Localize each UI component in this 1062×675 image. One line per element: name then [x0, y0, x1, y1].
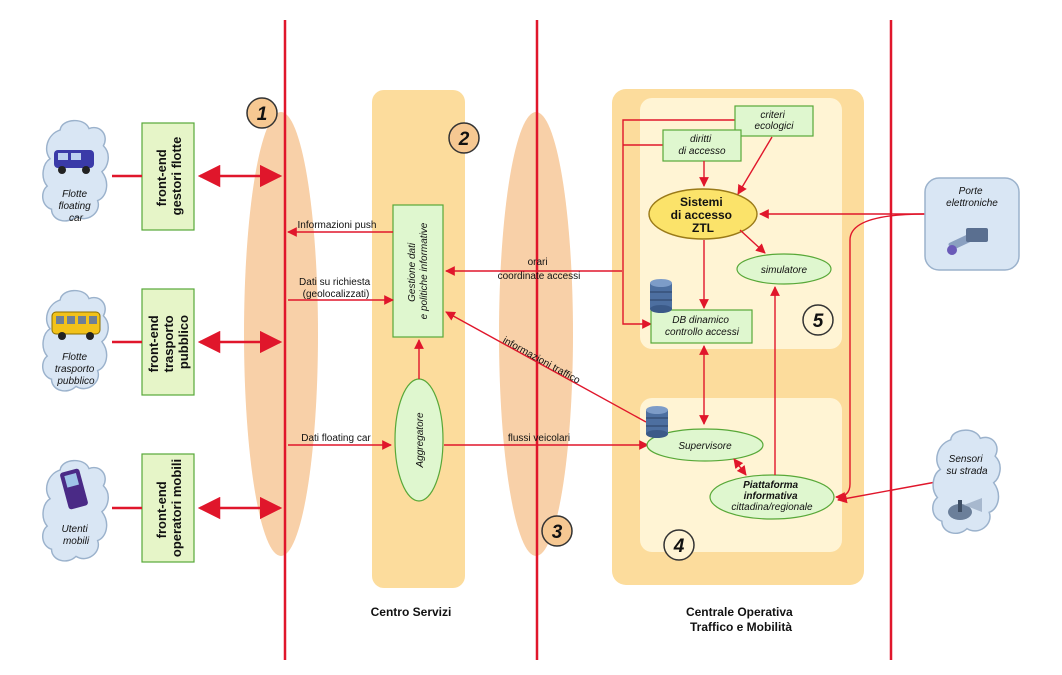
centro-servizi-band — [372, 90, 465, 588]
svg-text:2: 2 — [458, 129, 470, 150]
criteri-ecologici-box — [734, 105, 814, 137]
cloud-label: Flotte trasporto pubblico — [55, 352, 97, 387]
label-dati-richiesta: Dati su richiesta (geolocalizzati) — [299, 277, 373, 300]
label-orari: orari coordinate accessi — [498, 257, 581, 282]
arrow-sensori-to-piattaforma — [837, 481, 937, 504]
section-number-5: 5 — [802, 304, 834, 336]
interface-ellipse-1 — [244, 112, 318, 556]
svg-text:5: 5 — [813, 311, 824, 332]
porte-label: Porte elettroniche — [946, 186, 998, 209]
front-end-gestori-flotte — [141, 122, 195, 231]
van-icon — [54, 150, 94, 174]
sistemi-label: Sistemi di accesso ZTL — [671, 195, 736, 235]
supervisore-label: Supervisore — [678, 441, 732, 452]
svg-text:1: 1 — [257, 104, 268, 125]
bus-icon — [51, 311, 101, 340]
label-info-push: Informazioni push — [298, 220, 377, 231]
cloud-utenti-mobili: Utenti mobili — [41, 459, 110, 562]
db-label: DB dinamico controllo accessi — [665, 315, 740, 338]
arrow-info-traffico — [445, 311, 647, 423]
db-dinamico-box — [650, 309, 753, 344]
electronic-gate-icon — [947, 228, 988, 255]
gestione-dati-label: Gestione dati e politiche informative — [407, 222, 430, 319]
supervision-subpanel — [640, 398, 842, 552]
criteri-label: criteri ecologici — [755, 110, 795, 132]
feedback-line-criteri — [622, 119, 735, 329]
front-end-label: front-end trasporto pubblico — [146, 312, 191, 373]
front-end-trasporto-pubblico — [141, 288, 195, 396]
diritti-accesso-box — [662, 129, 742, 162]
simulatore-label: simulatore — [761, 265, 808, 276]
section-number-2: 2 — [448, 122, 480, 154]
section-number-3: 3 — [541, 515, 573, 547]
cloud-flotte-trasporto-pubblico: Flotte trasporto pubblico — [41, 289, 110, 392]
label-centrale-operativa: Centrale Operativa Traffico e Mobilità — [686, 605, 796, 634]
database-icon — [646, 406, 668, 438]
arrow-sistemi-to-simulatore — [739, 229, 766, 254]
road-sensor-icon — [948, 498, 982, 520]
gestione-dati-box — [392, 204, 444, 338]
sensori-su-strada-cloud: Sensori su strada — [931, 429, 1001, 535]
svg-text:4: 4 — [673, 536, 685, 557]
arrow-porte-to-piattaforma — [835, 213, 926, 502]
diritti-label: diritti di accesso — [678, 134, 726, 157]
cloud-label: Flotte floating car — [58, 189, 93, 224]
supervisore-ellipse — [646, 428, 764, 462]
cloud-flotte-floating-car: Flotte floating car — [41, 119, 110, 224]
section-number-4: 4 — [663, 529, 695, 561]
svg-text:3: 3 — [552, 522, 563, 543]
piattaforma-ellipse — [709, 474, 835, 520]
piattaforma-label: Piattaforma informativa cittadina/region… — [731, 480, 813, 513]
front-end-label: front-end operatori mobili — [154, 459, 184, 557]
front-end-label: front-end gestori flotte — [154, 137, 184, 216]
sensori-label: Sensori su strada — [946, 454, 988, 477]
label-flussi: flussi veicolari — [508, 433, 570, 444]
sistemi-accesso-ztl — [648, 188, 758, 240]
simulatore-ellipse — [736, 253, 832, 285]
aggregatore-label: Aggregatore — [415, 412, 426, 468]
arrow-criteri-to-sistemi — [737, 136, 773, 195]
porte-elettroniche-box: Porte elettroniche — [924, 177, 1020, 271]
label-dati-floating-car: Dati floating car — [301, 433, 371, 444]
cloud-label: Utenti mobili — [62, 524, 91, 547]
front-end-operatori-mobili — [141, 453, 195, 563]
mobile-phone-icon — [60, 468, 88, 510]
label-centro-servizi: Centro Servizi — [371, 605, 452, 619]
database-icon — [650, 279, 672, 313]
arrow-supervisore-piattaforma — [733, 458, 747, 476]
section-number-1: 1 — [246, 97, 278, 129]
